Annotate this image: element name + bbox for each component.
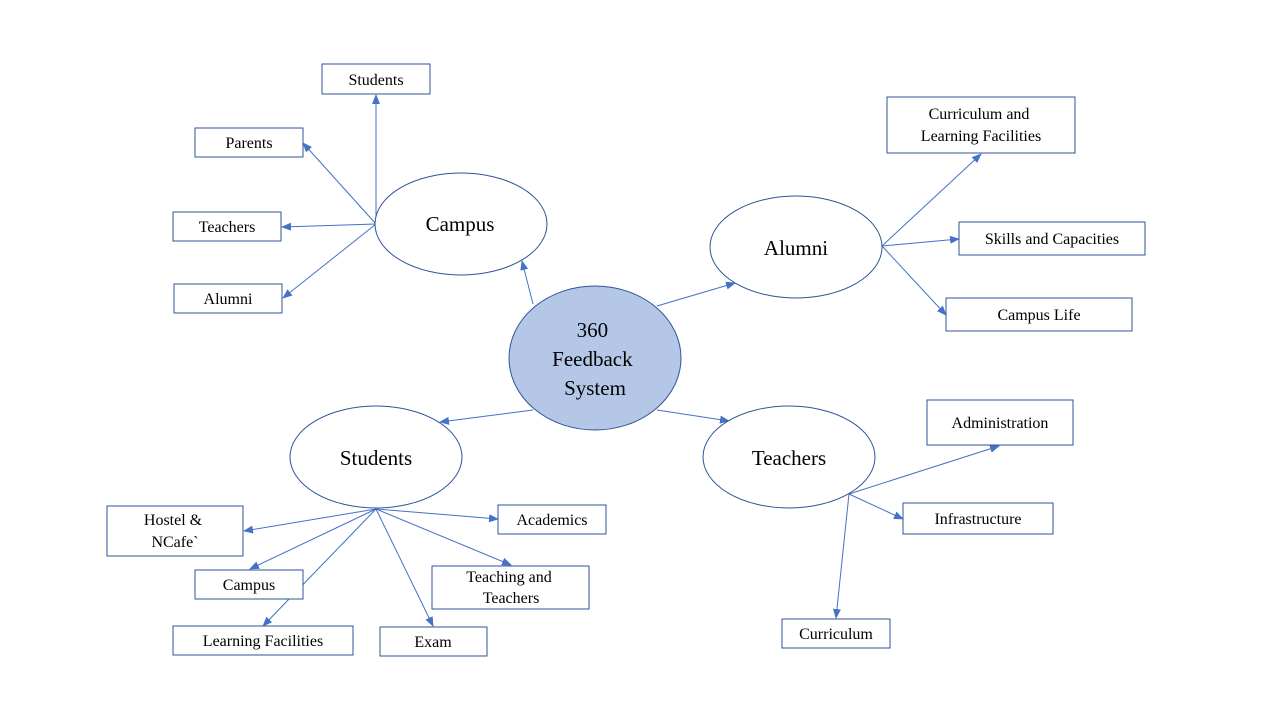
leaf-label: Teaching and Teachers bbox=[466, 569, 556, 607]
center-label-line: 360 bbox=[577, 318, 609, 342]
leaf-campus-teachers: Teachers bbox=[172, 211, 282, 242]
leaf-label-line: Curriculum and bbox=[929, 106, 1030, 123]
leaf-label: Exam bbox=[414, 634, 452, 651]
leaf-label-line: Teaching and bbox=[466, 569, 552, 586]
hub-campus-label: Campus bbox=[426, 212, 495, 236]
arrow-teachers-to-infrastructure bbox=[848, 493, 904, 520]
hub-students-label: Students bbox=[340, 446, 412, 470]
leaf-label: Curriculum bbox=[799, 626, 873, 643]
leaf-label: Learning Facilities bbox=[203, 633, 323, 650]
hub-teachers: Teachers bbox=[702, 405, 876, 509]
leaf-label: Parents bbox=[225, 135, 272, 152]
center-node: 360 Feedback System bbox=[508, 285, 682, 431]
hub-campus: Campus bbox=[374, 172, 548, 276]
leaf-label: Teachers bbox=[199, 219, 256, 236]
arrow-center-to-campus bbox=[520, 260, 534, 305]
leaf-label: Academics bbox=[516, 512, 587, 529]
leaf-teachers-infrastructure: Infrastructure bbox=[902, 502, 1054, 535]
arrow-students-to-campus bbox=[249, 508, 377, 570]
leaf-label-line: NCafe` bbox=[151, 534, 198, 551]
leaf-students-learning: Learning Facilities bbox=[172, 625, 354, 656]
arrow-teachers-to-administration bbox=[848, 444, 1000, 495]
leaf-students-academics: Academics bbox=[497, 504, 607, 535]
arrow-campus-to-parents bbox=[302, 142, 377, 225]
center-label-line: System bbox=[564, 376, 626, 400]
arrow-students-to-learning bbox=[262, 508, 377, 627]
leaf-students-hostel: Hostel & NCafe` bbox=[106, 505, 244, 557]
leaf-label: Skills and Capacities bbox=[985, 231, 1119, 248]
arrow-center-to-teachers bbox=[656, 409, 730, 424]
arrow-students-to-teaching bbox=[375, 508, 512, 566]
leaf-label: Administration bbox=[952, 415, 1049, 432]
leaf-label: Students bbox=[348, 72, 403, 89]
leaf-campus-students: Students bbox=[321, 63, 431, 95]
leaf-alumni-skills: Skills and Capacities bbox=[958, 221, 1146, 256]
arrow-center-to-alumni bbox=[656, 281, 736, 307]
arrow-alumni-to-campus-life bbox=[881, 245, 947, 316]
leaf-label: Curriculum and Learning Facilities bbox=[921, 106, 1041, 145]
leaf-label-line: Learning Facilities bbox=[921, 128, 1041, 145]
arrow-alumni-to-curriculum bbox=[881, 153, 982, 247]
leaf-campus-alumni: Alumni bbox=[173, 283, 283, 314]
hub-alumni-label: Alumni bbox=[764, 236, 828, 260]
leaf-label: Alumni bbox=[204, 291, 253, 308]
leaf-label: Campus Life bbox=[997, 307, 1080, 324]
arrow-teachers-to-curriculum bbox=[832, 493, 850, 619]
leaf-students-campus: Campus bbox=[194, 569, 304, 600]
leaf-alumni-curriculum: Curriculum and Learning Facilities bbox=[886, 96, 1076, 154]
hub-students: Students bbox=[289, 405, 463, 509]
arrow-campus-to-teachers bbox=[281, 222, 377, 231]
center-label-line: Feedback bbox=[552, 347, 633, 371]
hub-teachers-label: Teachers bbox=[752, 446, 826, 470]
leaf-teachers-curriculum: Curriculum bbox=[781, 618, 891, 649]
arrow-center-to-students bbox=[439, 409, 534, 425]
leaf-label-line: Hostel & bbox=[144, 512, 203, 529]
leaf-label-line: Teachers bbox=[483, 590, 540, 607]
leaf-label: Infrastructure bbox=[934, 511, 1021, 528]
leaf-alumni-campus-life: Campus Life bbox=[945, 297, 1133, 332]
arrow-students-to-hostel bbox=[243, 508, 377, 534]
leaf-students-exam: Exam bbox=[379, 626, 488, 657]
leaf-students-teaching: Teaching and Teachers bbox=[431, 565, 590, 610]
leaf-label: Campus bbox=[223, 577, 275, 594]
arrow-students-to-exam bbox=[375, 508, 434, 627]
leaf-teachers-administration: Administration bbox=[926, 399, 1074, 446]
arrow-campus-to-alumni bbox=[282, 223, 377, 299]
leaf-label: Hostel & NCafe` bbox=[144, 512, 206, 551]
connector-arrows bbox=[243, 94, 1000, 627]
hub-alumni: Alumni bbox=[709, 195, 883, 299]
arrow-alumni-to-skills bbox=[881, 235, 960, 247]
leaf-campus-parents: Parents bbox=[194, 127, 304, 158]
arrow-students-to-academics bbox=[375, 508, 499, 523]
center-label: 360 Feedback System bbox=[552, 318, 638, 400]
